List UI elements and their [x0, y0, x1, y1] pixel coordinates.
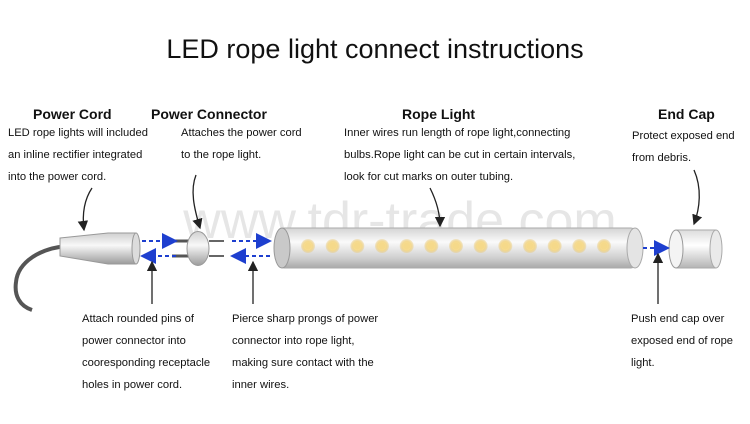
connection-arrows [140, 233, 670, 264]
text-line: look for cut marks on outer tubing. [344, 171, 514, 183]
text-line: power connector into [82, 335, 186, 347]
diagram-title: LED rope light connect instructions [166, 34, 584, 64]
text-line: Pierce sharp prongs of power [232, 313, 379, 325]
power-cord-instruction: Attach rounded pins of power connector i… [82, 308, 210, 396]
power-connector-instruction: Pierce sharp prongs of power connector i… [232, 308, 378, 396]
bulb [551, 242, 559, 250]
heading-power-connector: Power Connector [151, 106, 267, 122]
power-connector-description: Attaches the power cord to the rope ligh… [181, 122, 302, 166]
bulb [452, 242, 460, 250]
bulb [501, 242, 509, 250]
bulb [526, 242, 534, 250]
text-line: Attach rounded pins of [82, 313, 194, 325]
text-line: from debris. [632, 152, 692, 164]
text-line: making sure contact with the [232, 357, 374, 369]
text-line: holes in power cord. [82, 379, 183, 391]
bulb [477, 242, 485, 250]
text-line: Inner wires run length of rope light,con… [344, 127, 571, 139]
pointer-power-connector [192, 174, 203, 230]
text-line: connector into rope light, [232, 335, 355, 347]
text-line: into the power cord. [8, 171, 107, 183]
text-line: bulbs.Rope light can be cut in certain i… [344, 149, 576, 161]
bulb [427, 242, 435, 250]
rope-light-bulbs [301, 239, 611, 253]
bulb [403, 242, 411, 250]
text-line: light. [631, 357, 655, 369]
text-line: cooresponding receptacle [82, 357, 211, 369]
power-cord-wire [13, 244, 69, 312]
bulb [329, 242, 337, 250]
heading-rope-light: Rope Light [402, 106, 476, 122]
text-line: LED rope lights will included [8, 127, 148, 139]
rope-light-description: Inner wires run length of rope light,con… [344, 122, 575, 188]
heading-power-cord: Power Cord [33, 106, 112, 122]
text-line: Protect exposed end [632, 130, 735, 142]
power-cord-plug [59, 232, 137, 265]
bulb [575, 242, 583, 250]
power-cord-receptacle [131, 232, 141, 265]
text-line: inner wires. [232, 379, 290, 391]
pointer-rope-light [429, 187, 446, 228]
text-line: exposed end of rope [631, 335, 734, 347]
bulb [600, 242, 608, 250]
text-line: an inline rectifier integrated [8, 149, 143, 161]
heading-end-cap: End Cap [658, 106, 715, 122]
bulb [353, 242, 361, 250]
text-line: to the rope light. [181, 149, 262, 161]
power-cord-description: LED rope lights will included an inline … [8, 122, 148, 188]
bulb [378, 242, 386, 250]
pointer-power-cord [77, 187, 93, 232]
end-cap-instruction: Push end cap over exposed end of rope li… [631, 308, 733, 374]
end-cap [668, 229, 723, 269]
bulb [304, 242, 312, 250]
text-line: Push end cap over [631, 313, 725, 325]
text-line: Attaches the power cord [181, 127, 302, 139]
end-cap-description: Protect exposed end from debris. [632, 125, 735, 169]
pointer-end-cap [692, 169, 703, 226]
